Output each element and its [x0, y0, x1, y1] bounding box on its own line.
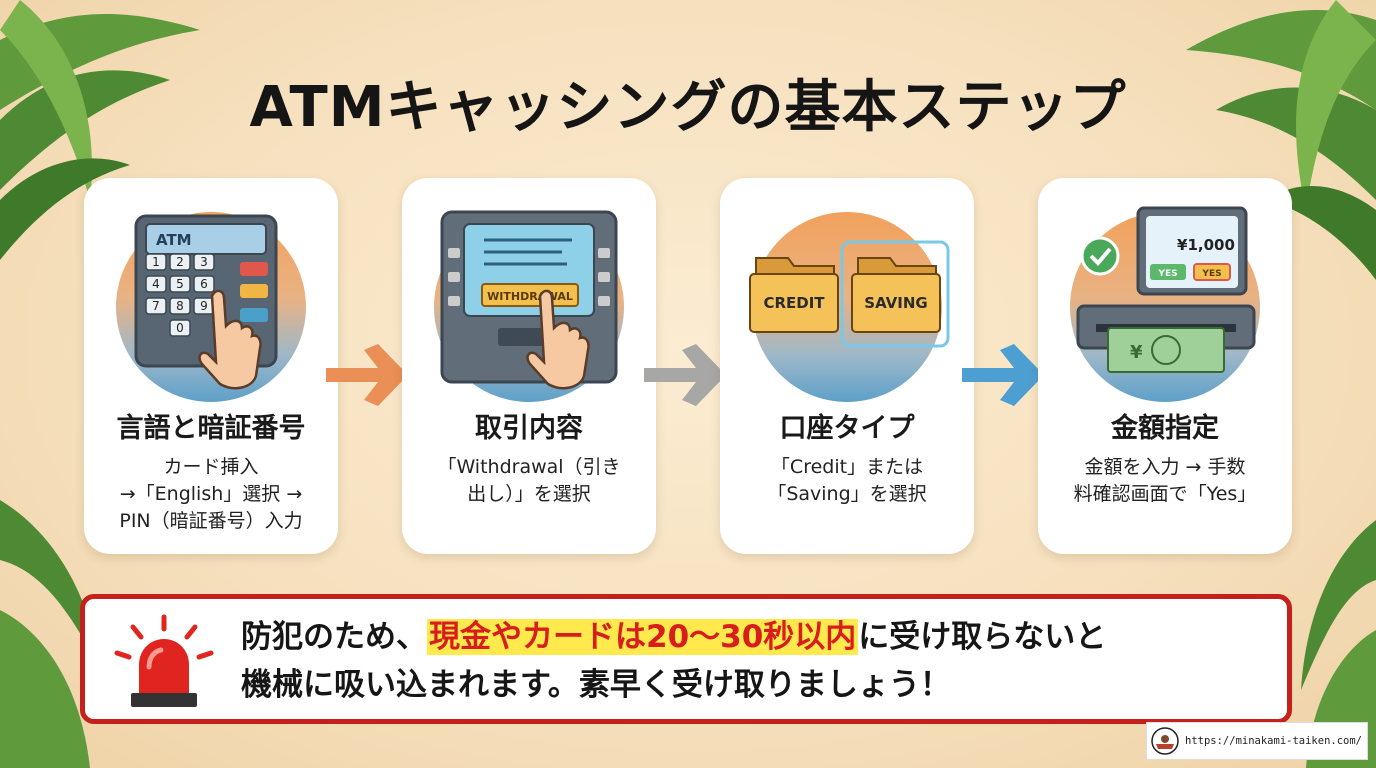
- step-description: 「Credit」または 「Saving」を選択: [767, 456, 927, 505]
- cash-dispense-illustration: ¥1,000 YES YES ¥: [1076, 206, 1256, 373]
- keypad-key-label: 0: [176, 321, 184, 335]
- keypad-key-label: 3: [200, 255, 208, 269]
- amount-display: ¥1,000: [1177, 236, 1235, 254]
- keypad-key: [169, 297, 191, 315]
- svg-text:YES: YES: [1201, 269, 1221, 279]
- keypad-key: [145, 253, 167, 271]
- step-title: 口座タイプ: [779, 413, 915, 444]
- siren-icon: [114, 614, 214, 707]
- keypad-key: [169, 275, 191, 293]
- keypad-key-label: 1: [152, 255, 160, 269]
- pointing-hand-icon: [198, 289, 262, 390]
- svg-text:CREDIT: CREDIT: [763, 294, 825, 312]
- page-title: ATMキャッシングの基本ステップ: [249, 75, 1127, 140]
- arrow-right-icon: [962, 344, 1044, 406]
- folder-illustration: CREDIT SAVING: [749, 240, 950, 348]
- keypad-key: [169, 319, 191, 337]
- step-description: 金額を入力 → 手数 料確認画面で「Yes」: [1073, 456, 1257, 505]
- site-logo-icon: [1151, 727, 1179, 755]
- yes-button-selected: [1193, 263, 1231, 281]
- keypad-key-label: 6: [200, 277, 208, 291]
- step-card-amount: ¥1,000 YES YES ¥ 金額指定 金額を入力 → 手数 料確認画面で「…: [1038, 178, 1292, 554]
- step-title: 取引内容: [475, 413, 583, 444]
- pointing-hand-icon: [526, 289, 590, 390]
- step-card-pin: ATM 1 2 3 4 5 6 7 8 9 0 言語と暗証番号 カード挿入 →「English」選…: [84, 178, 338, 554]
- atm-machine-illustration: WITHDRAWAL: [440, 210, 618, 390]
- keypad-key-label: 5: [176, 277, 184, 291]
- step-title: 言語と暗証番号: [116, 413, 306, 444]
- keypad-key-label: 2: [176, 255, 184, 269]
- withdrawal-button: [481, 283, 579, 307]
- step-title: 金額指定: [1111, 413, 1219, 444]
- keypad-key-label: 9: [200, 299, 208, 313]
- step-card-account-type: CREDIT SAVING 口座タイプ 「Credit」または 「Saving」…: [720, 178, 974, 554]
- arrow-right-icon: [644, 344, 726, 406]
- keypad-key: [193, 253, 215, 271]
- banknote-icon: ¥: [1107, 327, 1225, 373]
- saving-folder-icon: SAVING: [851, 257, 941, 333]
- keypad-key: [145, 275, 167, 293]
- keypad-key-label: 8: [176, 299, 184, 313]
- step-description: カード挿入 →「English」選択 → PIN（暗証番号）入力: [119, 456, 303, 532]
- atm-keypad-illustration: ATM 1 2 3 4 5 6 7 8 9 0: [134, 214, 278, 390]
- svg-text:WITHDRAWAL: WITHDRAWAL: [487, 290, 573, 303]
- svg-text:YES: YES: [1157, 269, 1177, 279]
- keypad-key: [145, 297, 167, 315]
- atm-screen-label: ATM: [156, 231, 192, 249]
- check-icon: [1080, 236, 1120, 276]
- keypad-key-label: 7: [152, 299, 160, 313]
- step-description: 「Withdrawal（引き 出し）」を選択: [437, 456, 621, 505]
- keypad-key-label: 4: [152, 277, 160, 291]
- keypad-key: [193, 275, 215, 293]
- svg-text:¥: ¥: [1130, 342, 1143, 363]
- warning-box: 防犯のため、現金やカードは20〜30秒以内に受け取らないと 機械に吸い込まれます…: [80, 594, 1292, 724]
- yes-button: [1150, 264, 1186, 280]
- site-url[interactable]: https://minakami-taiken.com/: [1185, 735, 1363, 747]
- svg-text:SAVING: SAVING: [864, 294, 927, 312]
- arrow-right-icon: [326, 344, 408, 406]
- site-credit[interactable]: https://minakami-taiken.com/: [1146, 722, 1368, 760]
- warning-highlight: 現金やカードは20〜30秒以内: [427, 619, 859, 655]
- step-card-withdrawal: WITHDRAWAL 取引内容 「Withdrawal（引き 出し）」を選択: [402, 178, 656, 554]
- keypad-key: [169, 253, 191, 271]
- credit-folder-icon: CREDIT: [749, 257, 839, 333]
- warning-text: 防犯のため、現金やカードは20〜30秒以内に受け取らないと 機械に吸い込まれます…: [241, 619, 1107, 703]
